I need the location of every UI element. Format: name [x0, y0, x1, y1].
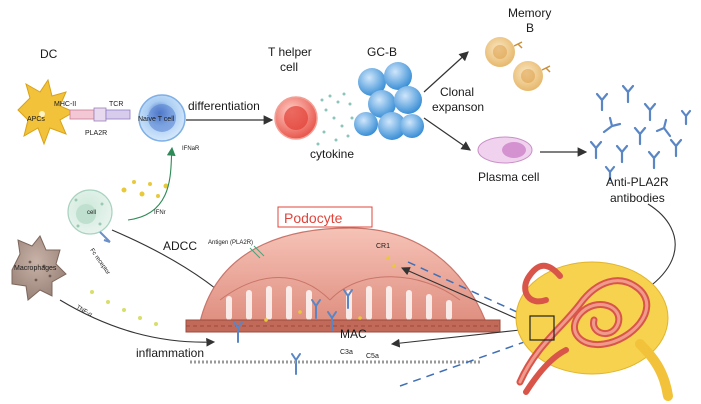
anti-pla2r-antibodies — [589, 84, 692, 182]
plasma-label: Plasma cell — [478, 170, 539, 184]
apcs-label: APCs — [27, 116, 45, 123]
glomerulus — [515, 261, 673, 401]
pla2r-synapse-label: PLA2R — [85, 130, 107, 137]
memory-label-2: B — [526, 21, 534, 35]
complement-fragments — [264, 256, 396, 322]
c5a-label: C5a — [366, 353, 379, 360]
tnf-particles — [90, 290, 158, 326]
clonal-label-2: expanson — [432, 100, 484, 114]
memory-b-cells — [485, 37, 551, 91]
bound-antibodies — [233, 289, 353, 375]
podocyte-title-box — [277, 206, 373, 228]
naive-t-cell — [138, 94, 186, 142]
macrophage — [11, 235, 67, 301]
podocyte-cell — [185, 227, 501, 333]
mac-label: MAC — [340, 327, 367, 341]
c5a-arrow — [390, 329, 521, 348]
plasma-cell — [477, 136, 533, 164]
cr1-label: CR1 — [376, 243, 390, 250]
differentiation-label: differentiation — [188, 99, 260, 113]
macrophages-label: Macrophages — [14, 265, 57, 272]
ifn-label: IFNr — [154, 210, 166, 216]
t-helper-label-2: cell — [280, 60, 298, 74]
antigen-label: Antigen (PLA2R) — [208, 240, 253, 246]
tcr-label: TCR — [109, 101, 123, 108]
cr1-arrow — [400, 267, 521, 321]
t-helper-cell — [274, 96, 318, 140]
antibodies-label-2: antibodies — [610, 191, 665, 205]
podocyte-title: Podocyte — [284, 210, 343, 226]
mhc-tcr-synapse — [69, 107, 131, 122]
gc-b-cells — [354, 62, 424, 140]
ifn-particles — [121, 180, 169, 198]
antigen-marker — [249, 245, 265, 259]
to-plasma-arrow — [423, 117, 471, 151]
memory-label-1: Memory — [508, 6, 551, 20]
nk-cell-label: cell — [87, 210, 96, 216]
antibodies-label-1: Anti-PLA2R — [606, 175, 669, 189]
inflammation-arrow — [59, 299, 216, 347]
cytokine-label: cytokine — [310, 147, 354, 161]
fc-receptor-label: Fc receptor — [88, 248, 110, 276]
gcb-label: GC-B — [367, 45, 397, 59]
adcc-label: ADCC — [163, 239, 197, 253]
to-memory-arrow — [423, 51, 469, 93]
zoom-line-bottom — [399, 339, 531, 387]
naive-t-label: Naive T cell — [138, 116, 175, 123]
dendritic-cell — [17, 78, 76, 146]
ifnar-label: IFNaR — [182, 146, 200, 152]
c3a-label: C3a — [340, 349, 353, 356]
nk-cell — [67, 189, 113, 243]
ifn-to-tcell-arrow — [127, 146, 176, 221]
t-helper-label-1: T helper — [268, 45, 312, 59]
inflammation-label: inflammation — [136, 346, 204, 360]
clonal-label-1: Clonal — [440, 85, 474, 99]
cytokine-particles — [316, 92, 360, 146]
dc-label: DC — [40, 47, 58, 61]
mhc-label: MHC-II — [54, 101, 76, 108]
